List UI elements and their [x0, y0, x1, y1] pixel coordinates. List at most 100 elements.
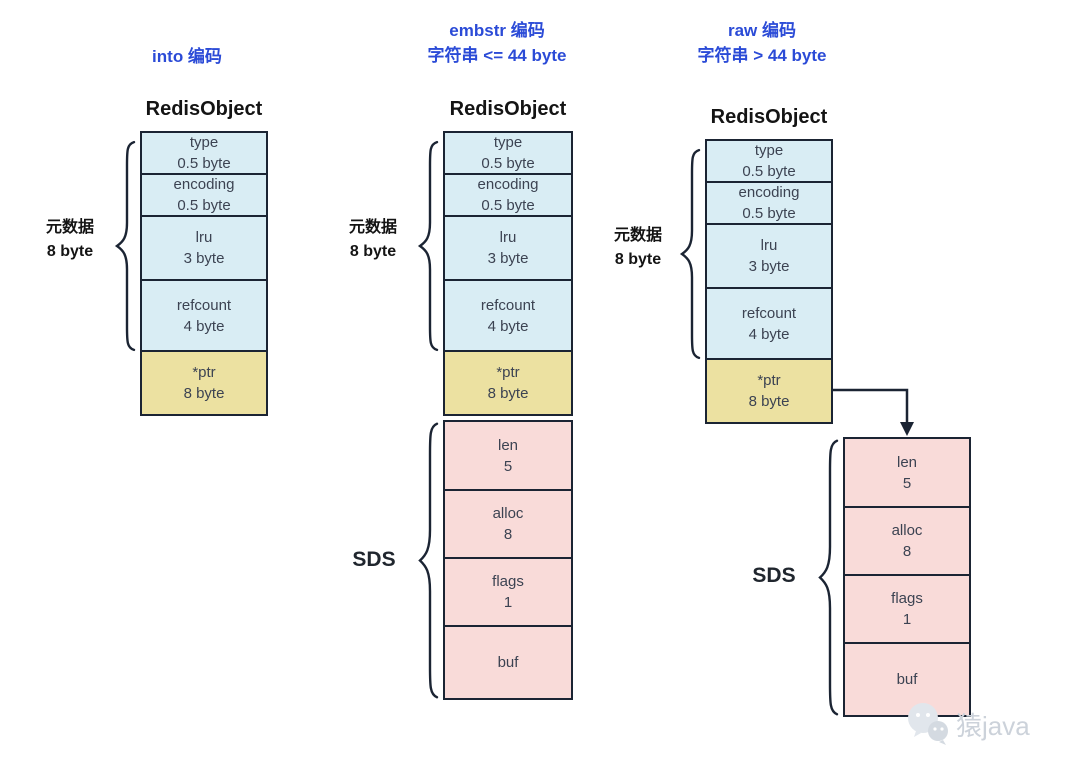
redis-object-title-raw: RedisObject: [710, 106, 828, 128]
cell-label: buf: [896, 671, 918, 688]
cell-lru: lru 3 byte: [707, 223, 831, 287]
cell-refcount: refcount 4 byte: [142, 279, 266, 350]
cell-label: buf: [497, 654, 519, 671]
redis-object-title-embstr: RedisObject: [449, 98, 567, 120]
meta-label-line: 8 byte: [349, 243, 397, 260]
sds-label-raw: SDS: [752, 564, 796, 587]
cell-encoding: encoding 0.5 byte: [142, 173, 266, 215]
cell-refcount: refcount 4 byte: [707, 287, 831, 358]
cell-ptr: *ptr 8 byte: [142, 350, 266, 414]
cell-label: refcount: [176, 296, 232, 314]
cell-label: encoding: [477, 176, 539, 193]
cell-encoding: encoding 0.5 byte: [445, 173, 571, 215]
cell-buf: buf: [445, 625, 571, 698]
cell-size: 0.5 byte: [177, 197, 231, 214]
cell-label: len: [896, 453, 918, 471]
meta-brace-int: [114, 140, 136, 352]
cell-label: lru: [760, 237, 778, 254]
cell-label: type: [493, 134, 523, 151]
redis-object-title-int: RedisObject: [145, 98, 263, 120]
watermark-text: 猿java: [956, 710, 1030, 741]
cell-label: alloc: [891, 522, 923, 539]
cell-flags: flags 1: [445, 557, 571, 625]
cell-label: refcount: [741, 304, 797, 322]
wechat-icon: [908, 703, 948, 745]
cell-size: 0.5 byte: [742, 205, 796, 222]
cell-size: 0.5 byte: [481, 197, 535, 214]
cell-label: lru: [195, 229, 213, 246]
cell-label: *ptr: [496, 364, 520, 381]
cell-label: type: [189, 134, 219, 151]
cell-size: 8 byte: [183, 385, 225, 402]
cell-refcount: refcount 4 byte: [445, 279, 571, 350]
cell-size: 4 byte: [487, 317, 529, 335]
cell-ptr: *ptr 8 byte: [445, 350, 571, 414]
column-header-embstr: embstr 编码 字符串 <= 44 byte: [397, 18, 597, 68]
cell-type: type 0.5 byte: [142, 133, 266, 173]
pointer-arrow: [833, 376, 919, 440]
cell-label: encoding: [173, 176, 235, 193]
cell-size: 0.5 byte: [177, 155, 231, 172]
header-line: into 编码: [152, 47, 222, 66]
sds-table-embstr: len 5 alloc 8 flags 1 buf: [443, 420, 573, 700]
cell-size: 8: [902, 543, 912, 560]
column-header-int: into 编码: [87, 44, 287, 69]
cell-label: flags: [492, 573, 524, 590]
sds-label-embstr: SDS: [352, 548, 396, 571]
cell-encoding: encoding 0.5 byte: [707, 181, 831, 223]
cell-label: type: [754, 142, 784, 159]
cell-size: 8: [503, 526, 513, 543]
cell-size: 4 byte: [183, 317, 225, 335]
header-line: embstr 编码: [449, 21, 545, 40]
meta-brace-embstr: [417, 140, 439, 352]
cell-size: 5: [902, 474, 912, 492]
cell-lru: lru 3 byte: [142, 215, 266, 279]
meta-label-int: 元数据 8 byte: [28, 216, 112, 264]
sds-table-raw: len 5 alloc 8 flags 1 buf: [843, 437, 971, 717]
cell-size: 8 byte: [748, 393, 790, 410]
cell-size: 3 byte: [487, 250, 529, 267]
cell-len: len 5: [445, 422, 571, 489]
meta-label-line: 元数据: [613, 227, 662, 244]
cell-size: 1: [503, 594, 513, 611]
sds-brace-embstr: [417, 421, 439, 700]
meta-label-line: 8 byte: [614, 251, 662, 268]
cell-label: alloc: [492, 505, 524, 522]
watermark: 猿java: [904, 700, 1030, 748]
cell-label: flags: [891, 590, 923, 607]
cell-size: 8 byte: [487, 385, 529, 402]
cell-alloc: alloc 8: [845, 506, 969, 574]
cell-label: encoding: [738, 184, 800, 201]
cell-label: lru: [499, 229, 517, 246]
cell-size: 0.5 byte: [481, 155, 535, 172]
meta-label-line: 8 byte: [46, 243, 94, 260]
cell-size: 5: [503, 457, 513, 475]
cell-size: 1: [902, 611, 912, 628]
cell-lru: lru 3 byte: [445, 215, 571, 279]
column-header-raw: raw 编码 字符串 > 44 byte: [662, 18, 862, 68]
cell-label: *ptr: [192, 364, 216, 381]
cell-ptr: *ptr 8 byte: [707, 358, 831, 422]
header-line: raw 编码: [727, 21, 797, 40]
header-line: 字符串 <= 44 byte: [427, 46, 567, 65]
cell-flags: flags 1: [845, 574, 969, 642]
redis-object-table-int: type 0.5 byte encoding 0.5 byte lru 3 by…: [140, 131, 268, 416]
meta-label-line: 元数据: [348, 219, 397, 236]
redis-object-table-raw: type 0.5 byte encoding 0.5 byte lru 3 by…: [705, 139, 833, 424]
cell-label: *ptr: [757, 372, 781, 389]
cell-type: type 0.5 byte: [707, 141, 831, 181]
cell-len: len 5: [845, 439, 969, 506]
meta-label-embstr: 元数据 8 byte: [331, 216, 415, 264]
header-line: 字符串 > 44 byte: [697, 46, 827, 65]
cell-label: len: [497, 436, 519, 454]
cell-size: 0.5 byte: [742, 163, 796, 180]
cell-label: refcount: [480, 296, 536, 314]
cell-size: 3 byte: [748, 258, 790, 275]
meta-label-raw: 元数据 8 byte: [596, 224, 680, 272]
redis-object-table-embstr: type 0.5 byte encoding 0.5 byte lru 3 by…: [443, 131, 573, 416]
cell-size: 4 byte: [748, 325, 790, 343]
meta-brace-raw: [679, 148, 701, 360]
cell-buf: buf: [845, 642, 969, 715]
sds-brace-raw: [817, 438, 839, 717]
